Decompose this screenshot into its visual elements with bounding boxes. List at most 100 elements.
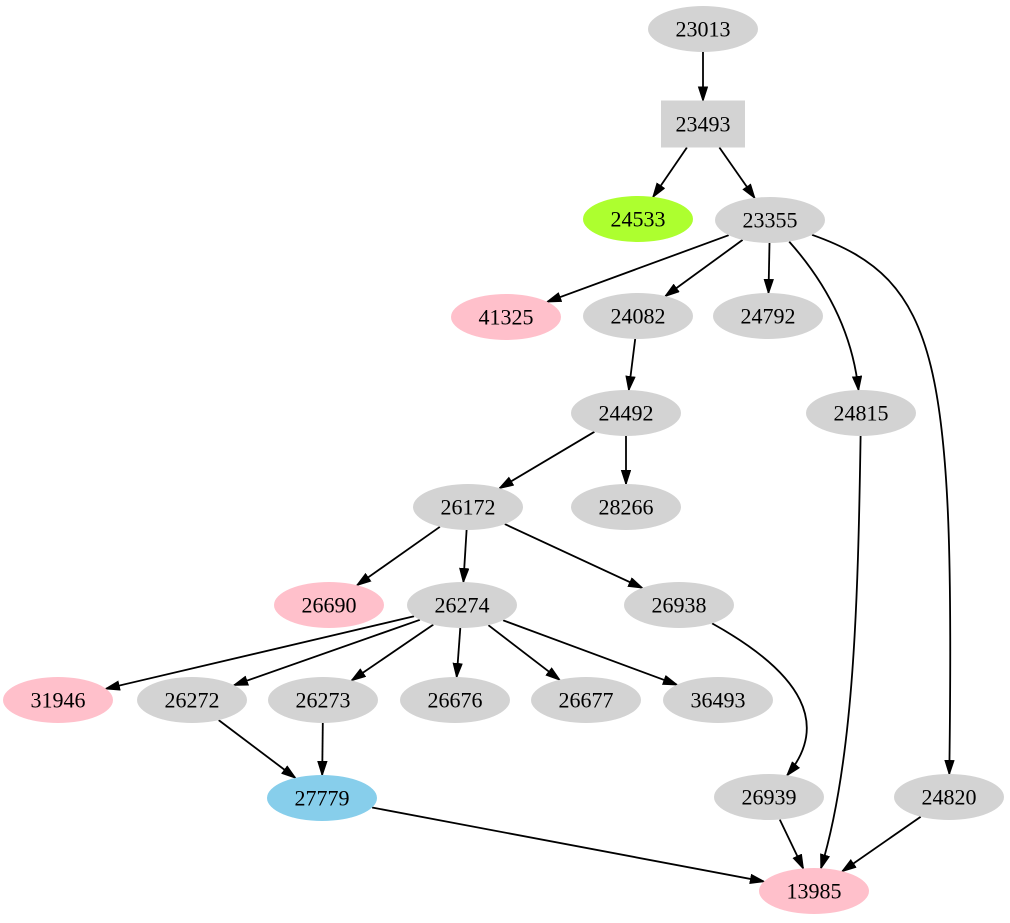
- nodes-layer: 23013 23493 24533 23355 41325 24082 24792 24492…: [3, 6, 1004, 914]
- edge-24815-13985: [821, 435, 862, 868]
- edge-26272-27779: [218, 719, 296, 778]
- node-label: 36493: [691, 687, 746, 712]
- edge-26274-26676: [457, 627, 461, 677]
- edge-27779-13985: [371, 806, 764, 882]
- node-24792: 24792: [713, 293, 823, 339]
- node-36493: 36493: [663, 677, 773, 723]
- edge-26274-26677: [487, 624, 559, 680]
- node-shape-ellipse: [715, 197, 825, 243]
- node-label: 26272: [165, 687, 220, 712]
- node-26272: 26272: [137, 677, 247, 723]
- edge-23355-24082: [665, 239, 744, 296]
- edge-23493-24533: [653, 146, 688, 197]
- node-shape-ellipse: [400, 677, 510, 723]
- node-shape-ellipse: [137, 677, 247, 723]
- node-26938: 26938: [624, 582, 734, 628]
- node-label: 26690: [302, 592, 357, 617]
- node-26172: 26172: [413, 484, 523, 530]
- node-label: 26273: [296, 687, 351, 712]
- node-28266: 28266: [571, 484, 681, 530]
- node-26274: 26274: [407, 582, 517, 628]
- node-label: 23493: [676, 111, 731, 136]
- node-label: 24533: [611, 206, 666, 231]
- edge-26274-26273: [352, 623, 434, 681]
- node-label: 28266: [599, 494, 654, 519]
- node-shape-ellipse: [3, 677, 113, 723]
- node-24820: 24820: [894, 774, 1004, 820]
- edge-26938-26939: [711, 622, 808, 775]
- node-26676: 26676: [400, 677, 510, 723]
- edge-23355-41325: [547, 234, 730, 303]
- node-shape-box: [661, 100, 745, 148]
- node-label: 24492: [599, 400, 654, 425]
- node-shape-ellipse: [894, 774, 1004, 820]
- edge-23355-24820: [811, 233, 950, 774]
- edge-26172-26274: [463, 529, 466, 582]
- edge-26274-36493: [502, 619, 677, 686]
- node-shape-ellipse: [571, 484, 681, 530]
- node-label: 41325: [479, 304, 534, 329]
- node-13985: 13985: [759, 868, 869, 914]
- edge-24492-26172: [500, 431, 595, 488]
- node-24492: 24492: [571, 390, 681, 436]
- edge-26274-26272: [234, 618, 421, 687]
- node-shape-ellipse: [451, 294, 561, 340]
- edge-26172-26690: [357, 526, 441, 585]
- node-27779: 27779: [267, 775, 377, 821]
- node-31946: 31946: [3, 677, 113, 723]
- edge-26172-26938: [504, 523, 642, 588]
- edges-layer: [106, 52, 950, 882]
- node-shape-ellipse: [583, 293, 693, 339]
- edge-23493-23355: [718, 146, 754, 198]
- node-label: 24815: [834, 400, 889, 425]
- node-label: 23013: [676, 16, 731, 41]
- node-23013: 23013: [648, 6, 758, 52]
- node-shape-ellipse: [759, 868, 869, 914]
- node-24082: 24082: [583, 293, 693, 339]
- node-23493: 23493: [661, 100, 745, 148]
- edge-24082-24492: [629, 338, 637, 390]
- node-label: 31946: [31, 687, 86, 712]
- node-label: 13985: [787, 878, 842, 903]
- node-26939: 26939: [714, 774, 824, 820]
- edge-26274-31946: [106, 615, 415, 688]
- edge-24820-13985: [842, 815, 922, 872]
- node-label: 26274: [435, 592, 490, 617]
- node-24815: 24815: [806, 390, 916, 436]
- node-label: 23355: [743, 207, 798, 232]
- node-label: 26938: [652, 592, 707, 617]
- node-shape-ellipse: [714, 774, 824, 820]
- node-shape-ellipse: [806, 390, 916, 436]
- node-label: 24792: [741, 303, 796, 328]
- node-shape-ellipse: [267, 775, 377, 821]
- node-shape-ellipse: [413, 484, 523, 530]
- node-label: 24820: [922, 784, 977, 809]
- edge-23355-24815: [788, 241, 858, 390]
- edge-26273-27779: [322, 722, 323, 775]
- node-label: 26172: [441, 494, 496, 519]
- node-shape-ellipse: [268, 677, 378, 723]
- node-23355: 23355: [715, 197, 825, 243]
- node-shape-ellipse: [663, 677, 773, 723]
- node-shape-ellipse: [571, 390, 681, 436]
- node-41325: 41325: [451, 294, 561, 340]
- node-26690: 26690: [274, 582, 384, 628]
- node-shape-ellipse: [531, 677, 641, 723]
- node-shape-ellipse: [648, 6, 758, 52]
- node-shape-ellipse: [624, 582, 734, 628]
- node-26273: 26273: [268, 677, 378, 723]
- node-label: 26676: [428, 687, 483, 712]
- node-shape-ellipse: [274, 582, 384, 628]
- edge-23355-24792: [769, 242, 770, 293]
- node-label: 27779: [295, 785, 350, 810]
- node-label: 24082: [611, 303, 666, 328]
- node-label: 26939: [742, 784, 797, 809]
- node-shape-ellipse: [583, 196, 693, 242]
- node-label: 26677: [559, 687, 614, 712]
- node-shape-ellipse: [407, 582, 517, 628]
- edge-26939-13985: [778, 819, 803, 869]
- node-shape-ellipse: [713, 293, 823, 339]
- node-24533: 24533: [583, 196, 693, 242]
